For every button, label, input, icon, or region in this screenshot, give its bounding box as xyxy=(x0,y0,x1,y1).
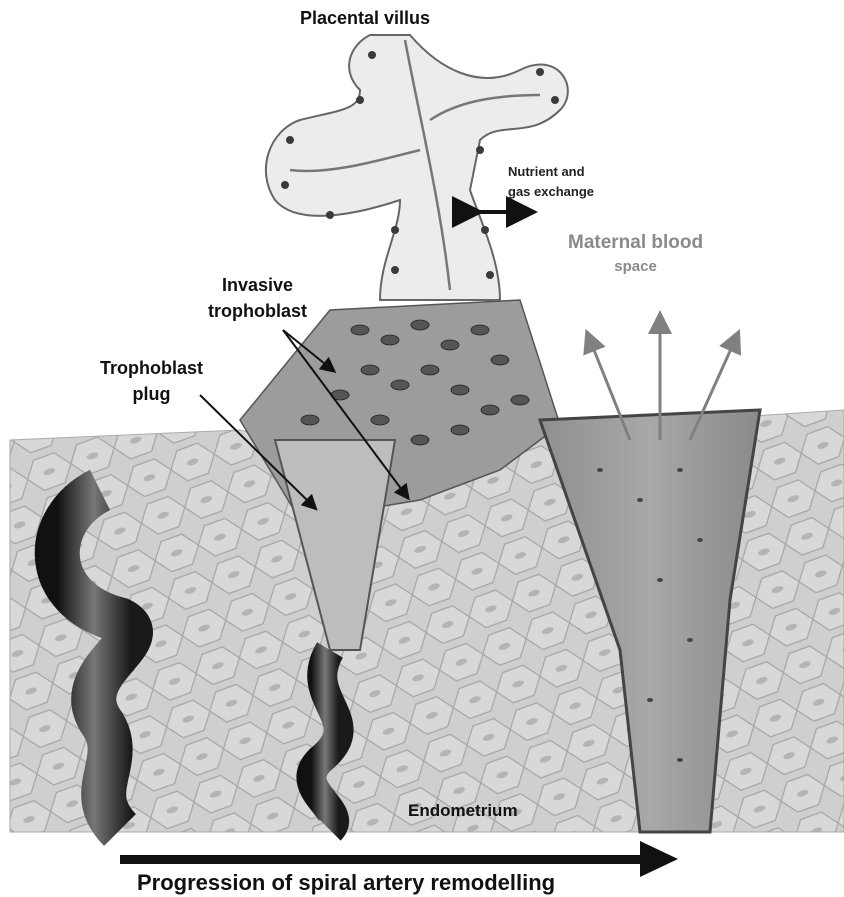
label-trophoblast-plug: Trophoblast plug xyxy=(100,355,203,407)
label-nutrient-exchange: Nutrient and gas exchange xyxy=(508,162,594,202)
label-endometrium: Endometrium xyxy=(408,801,518,821)
label-maternal-line2: space xyxy=(568,255,703,279)
label-plug-line2: plug xyxy=(100,381,203,407)
label-invasive-line2: trophoblast xyxy=(208,298,307,324)
label-invasive-line1: Invasive xyxy=(208,272,307,298)
label-nutrient-line1: Nutrient and xyxy=(508,162,594,182)
label-progression: Progression of spiral artery remodelling xyxy=(137,870,555,896)
label-nutrient-line2: gas exchange xyxy=(508,182,594,202)
label-maternal-blood: Maternal blood space xyxy=(568,231,703,279)
label-plug-line1: Trophoblast xyxy=(100,355,203,381)
label-invasive-trophoblast: Invasive trophoblast xyxy=(208,272,307,324)
label-placental-villus: Placental villus xyxy=(300,8,430,29)
label-maternal-line1: Maternal blood xyxy=(568,232,703,253)
